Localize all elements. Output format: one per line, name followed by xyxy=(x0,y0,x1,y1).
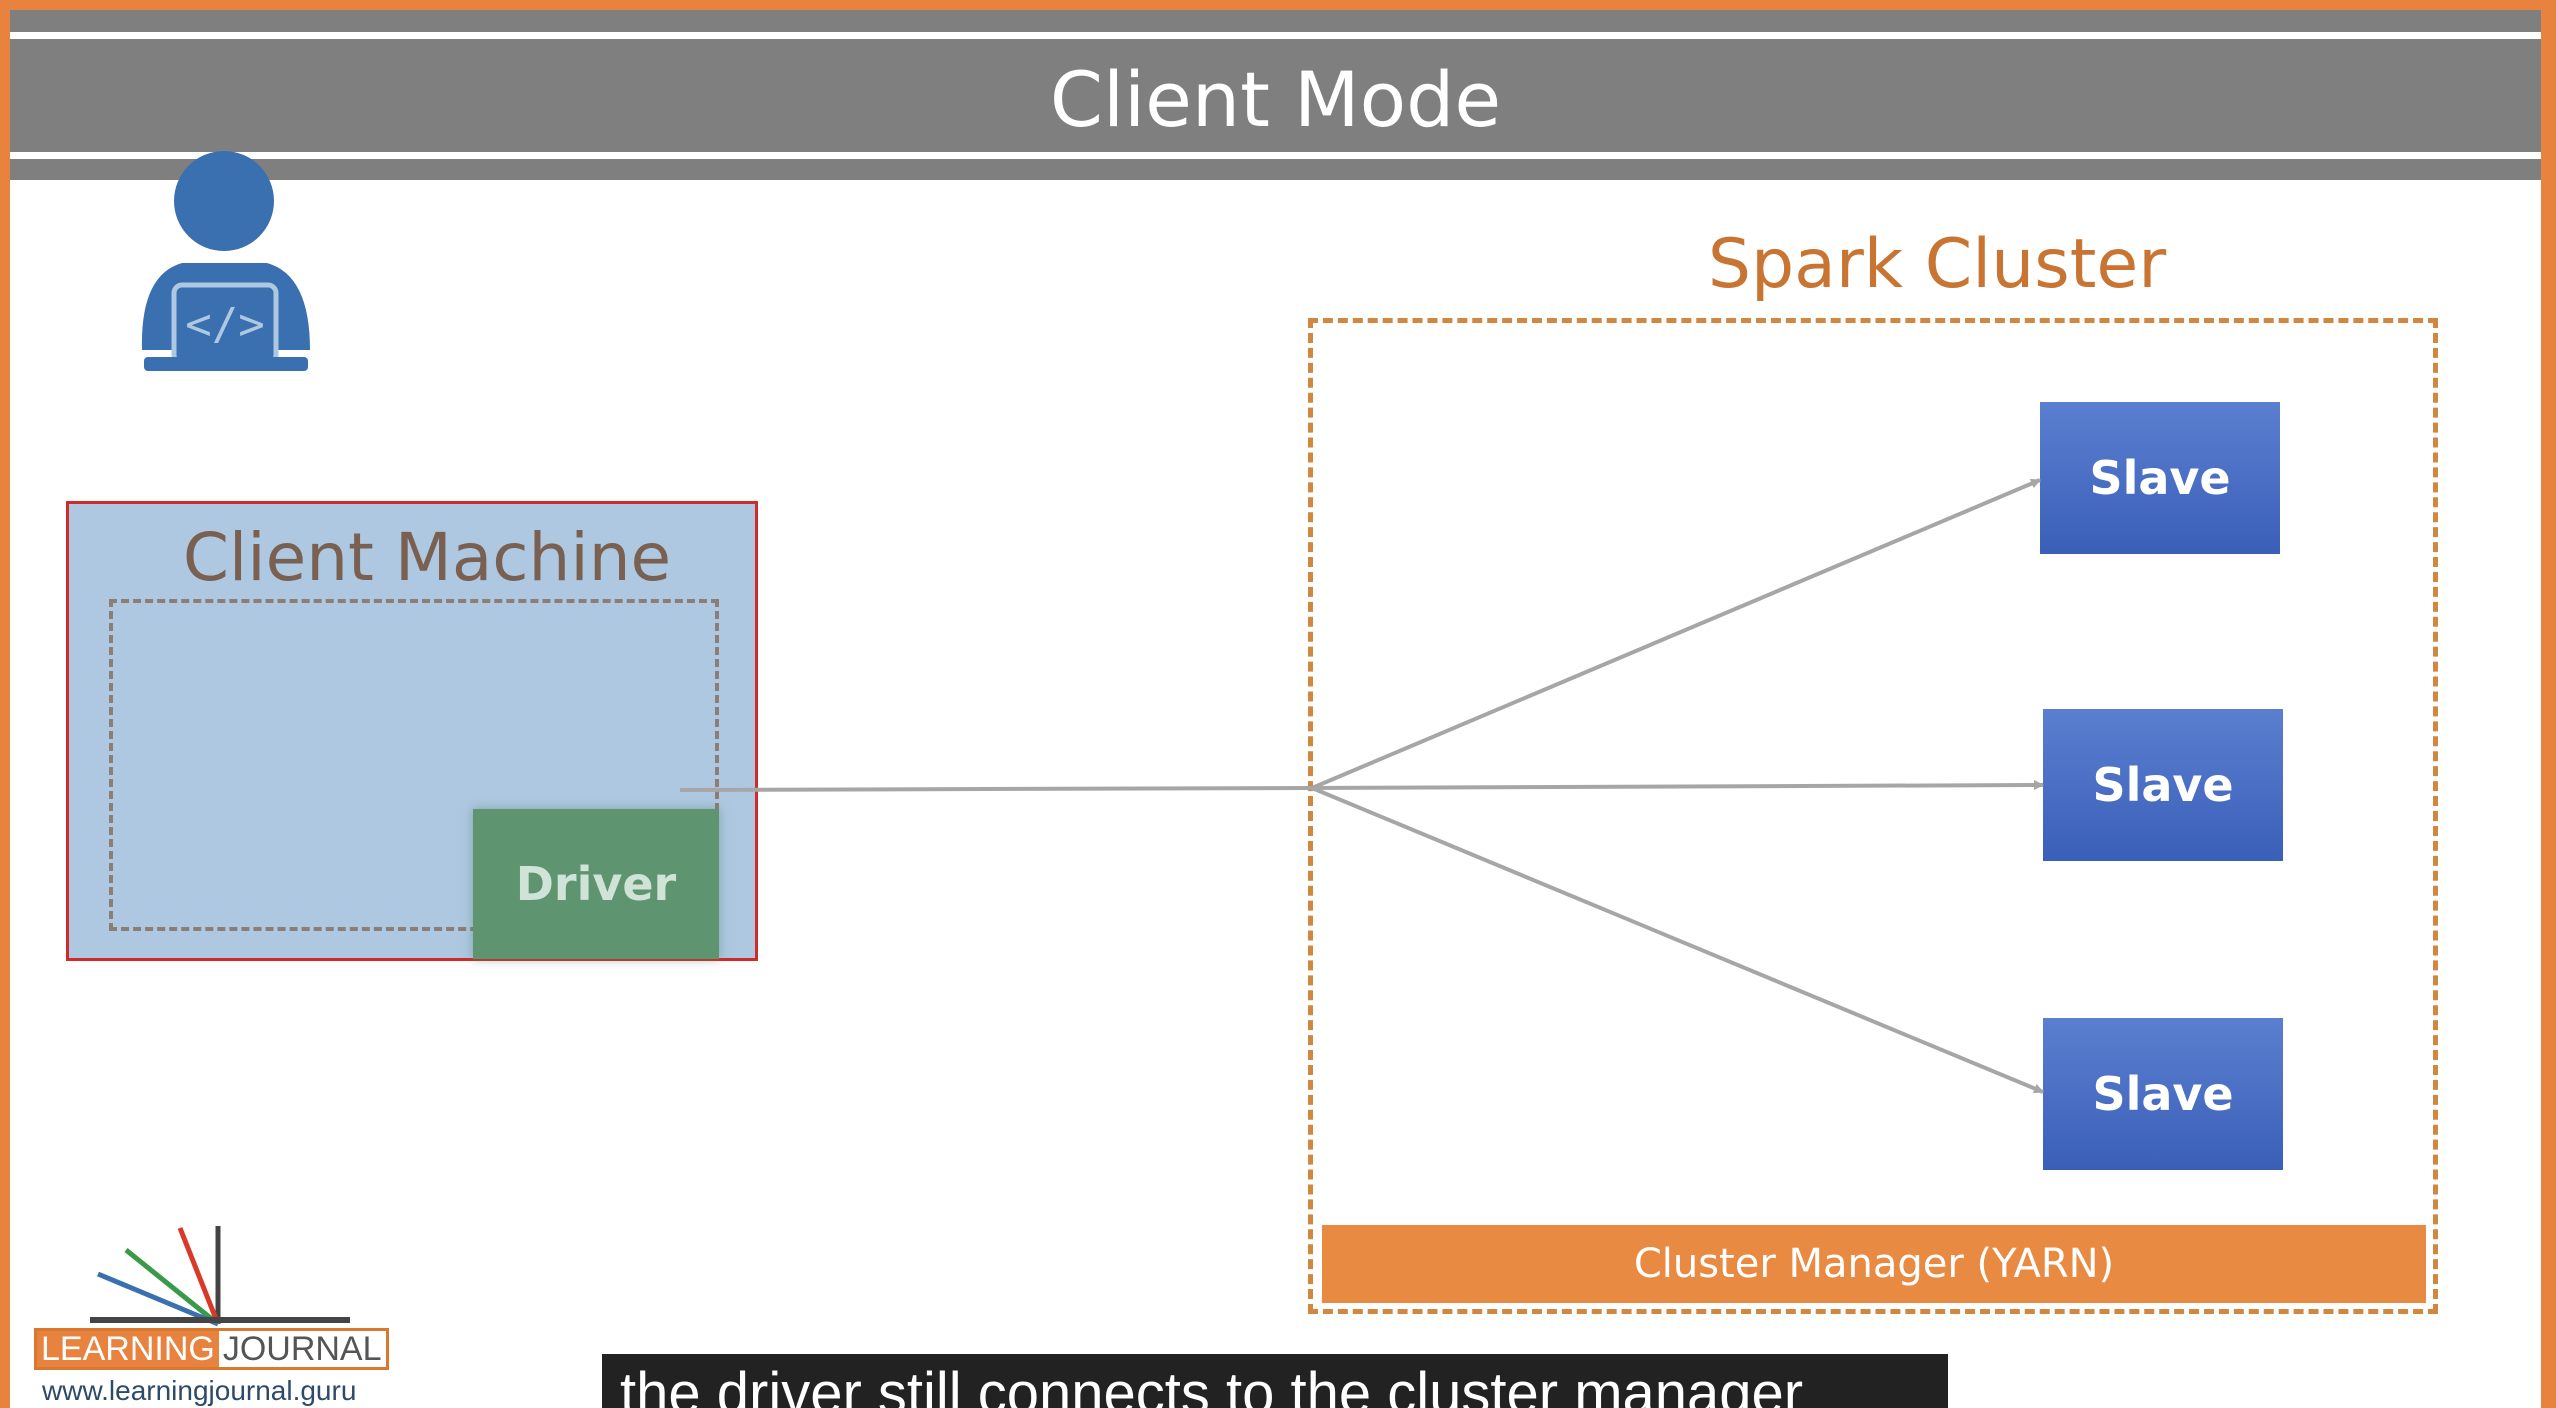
title-bottom-rule xyxy=(10,152,2541,159)
logo-wordmark: LEARNING JOURNAL xyxy=(34,1328,389,1370)
client-machine-box: Client Machine Driver xyxy=(66,501,758,961)
driver-to-cluster-line xyxy=(679,786,1313,792)
title-bar: Client Mode xyxy=(10,10,2541,180)
driver-box: Driver xyxy=(473,809,719,959)
svg-text:</>: </> xyxy=(185,299,264,350)
driver-label: Driver xyxy=(515,857,677,911)
slave-label-1: Slave xyxy=(2089,451,2231,505)
arrow-to-slave-2 xyxy=(1311,780,2044,791)
slave-label-2: Slave xyxy=(2092,758,2234,812)
client-process-boundary: Driver xyxy=(109,599,719,959)
cluster-manager-label: Cluster Manager (YARN) xyxy=(1633,1241,2115,1287)
arrow-to-slave-3 xyxy=(1311,786,2044,1094)
logo-url: www.learningjournal.guru xyxy=(42,1375,357,1406)
slave-node-2: Slave xyxy=(2043,709,2283,861)
slave-node-3: Slave xyxy=(2043,1018,2283,1170)
slide-title: Client Mode xyxy=(1049,55,1502,144)
subtitle-caption: the driver still connects to the cluster… xyxy=(602,1354,1948,1408)
arrow-to-slave-1 xyxy=(1311,478,2041,790)
title-top-rule xyxy=(10,32,2541,39)
cluster-manager-bar: Cluster Manager (YARN) xyxy=(1322,1225,2426,1303)
learning-journal-logo-icon xyxy=(90,1226,350,1327)
developer-laptop-icon: </> xyxy=(141,151,310,371)
logo-text-learning: LEARNING xyxy=(37,1331,219,1367)
slave-node-1: Slave xyxy=(2040,402,2280,554)
slide: Client Mode Client Machine Driver </> Sp… xyxy=(10,10,2541,1408)
spark-cluster-box xyxy=(1308,318,2438,1314)
connection-arrows xyxy=(679,478,2044,1094)
logo-text-journal: JOURNAL xyxy=(218,1331,386,1367)
slave-label-3: Slave xyxy=(2092,1067,2234,1121)
spark-cluster-label: Spark Cluster xyxy=(1707,225,2167,304)
client-machine-label: Client Machine xyxy=(182,519,672,596)
